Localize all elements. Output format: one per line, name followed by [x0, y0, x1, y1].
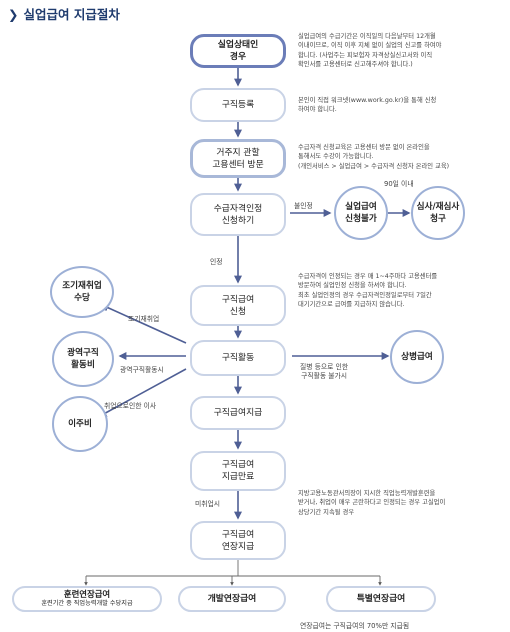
label-move: 취업으로인한 이사: [104, 402, 157, 410]
label-wide: 광역구직활동시: [120, 366, 164, 374]
step-job-registration: 구직등록: [190, 88, 286, 122]
footnote: 연장급여는 구직급여의 70%만 지급됨: [300, 622, 410, 630]
ext-training: 훈련연장급여 훈련기간 중 직업능력개발 수당지급: [12, 586, 162, 612]
step-extended-payment: 구직급여 연장지급: [190, 521, 286, 560]
note-step-5: 수급자격이 인정되는 경우 매 1~4주마다 고용센터를 방문하여 실업인정 신…: [298, 273, 438, 308]
node-not-eligible: 실업급여 신청불가: [334, 186, 388, 240]
ext-training-sub: 훈련기간 중 직업능력개발 수당지급: [41, 600, 133, 607]
label-rejected: 불인정: [294, 202, 313, 210]
ext-special: 특별연장급여: [326, 586, 436, 612]
node-wide-area-search: 광역구직 활동비: [52, 331, 114, 387]
label-early: 조기재취업: [128, 315, 160, 323]
step-visit-center: 거주지 관할 고용센터 방문: [190, 139, 286, 178]
arrow-s6-early: [100, 303, 187, 344]
label-sick: 질병 등으로 인한 구직활동 불가시: [300, 363, 349, 380]
step-job-search: 구직활동: [190, 340, 286, 376]
node-early-reemployment: 조기재취업 수당: [50, 266, 114, 318]
node-appeal: 심사/재심사 청구: [411, 186, 465, 240]
chevron-right-icon: ❯: [8, 7, 19, 22]
arrow-s6-move: [98, 368, 187, 417]
step-benefit-payment: 구직급여지급: [190, 396, 286, 430]
step-benefit-request: 구직급여 신청: [190, 285, 286, 326]
node-sickness-benefit: 상병급여: [390, 330, 444, 384]
note-step-3: 수급자격 신청교육은 고용센터 방문 없이 온라인을 통해서도 수강이 가능합니…: [298, 144, 450, 170]
note-step-2: 본인이 직접 워크넷(www.work.go.kr)을 통해 신청 하여야 합니…: [298, 97, 437, 114]
label-approved: 인정: [210, 258, 223, 266]
ext-training-title: 훈련연장급여: [63, 589, 111, 599]
page-title-text: 실업급여 지급절차: [23, 7, 120, 22]
ext-development: 개발연장급여: [178, 586, 286, 612]
note-step-9: 지방고용노동관서의장이 지시한 직업능력개발훈련을 받거나, 취업이 매우 곤란…: [298, 490, 446, 516]
node-moving-cost: 이주비: [52, 396, 108, 452]
note-step-1: 실업급여의 수급기간은 이직일의 다음날부터 12개월 이내이므로, 이직 이후…: [298, 33, 442, 68]
page-title: ❯ 실업급여 지급절차: [8, 4, 120, 23]
step-eligibility-request: 수급자격인정 신청하기: [190, 193, 286, 236]
step-unemployed: 실업상태인 경우: [190, 34, 286, 68]
step-benefit-expiry: 구직급여 지급만료: [190, 451, 286, 491]
label-unemployed: 미취업시: [195, 500, 221, 508]
label-90-days: 90일 이내: [384, 180, 414, 188]
